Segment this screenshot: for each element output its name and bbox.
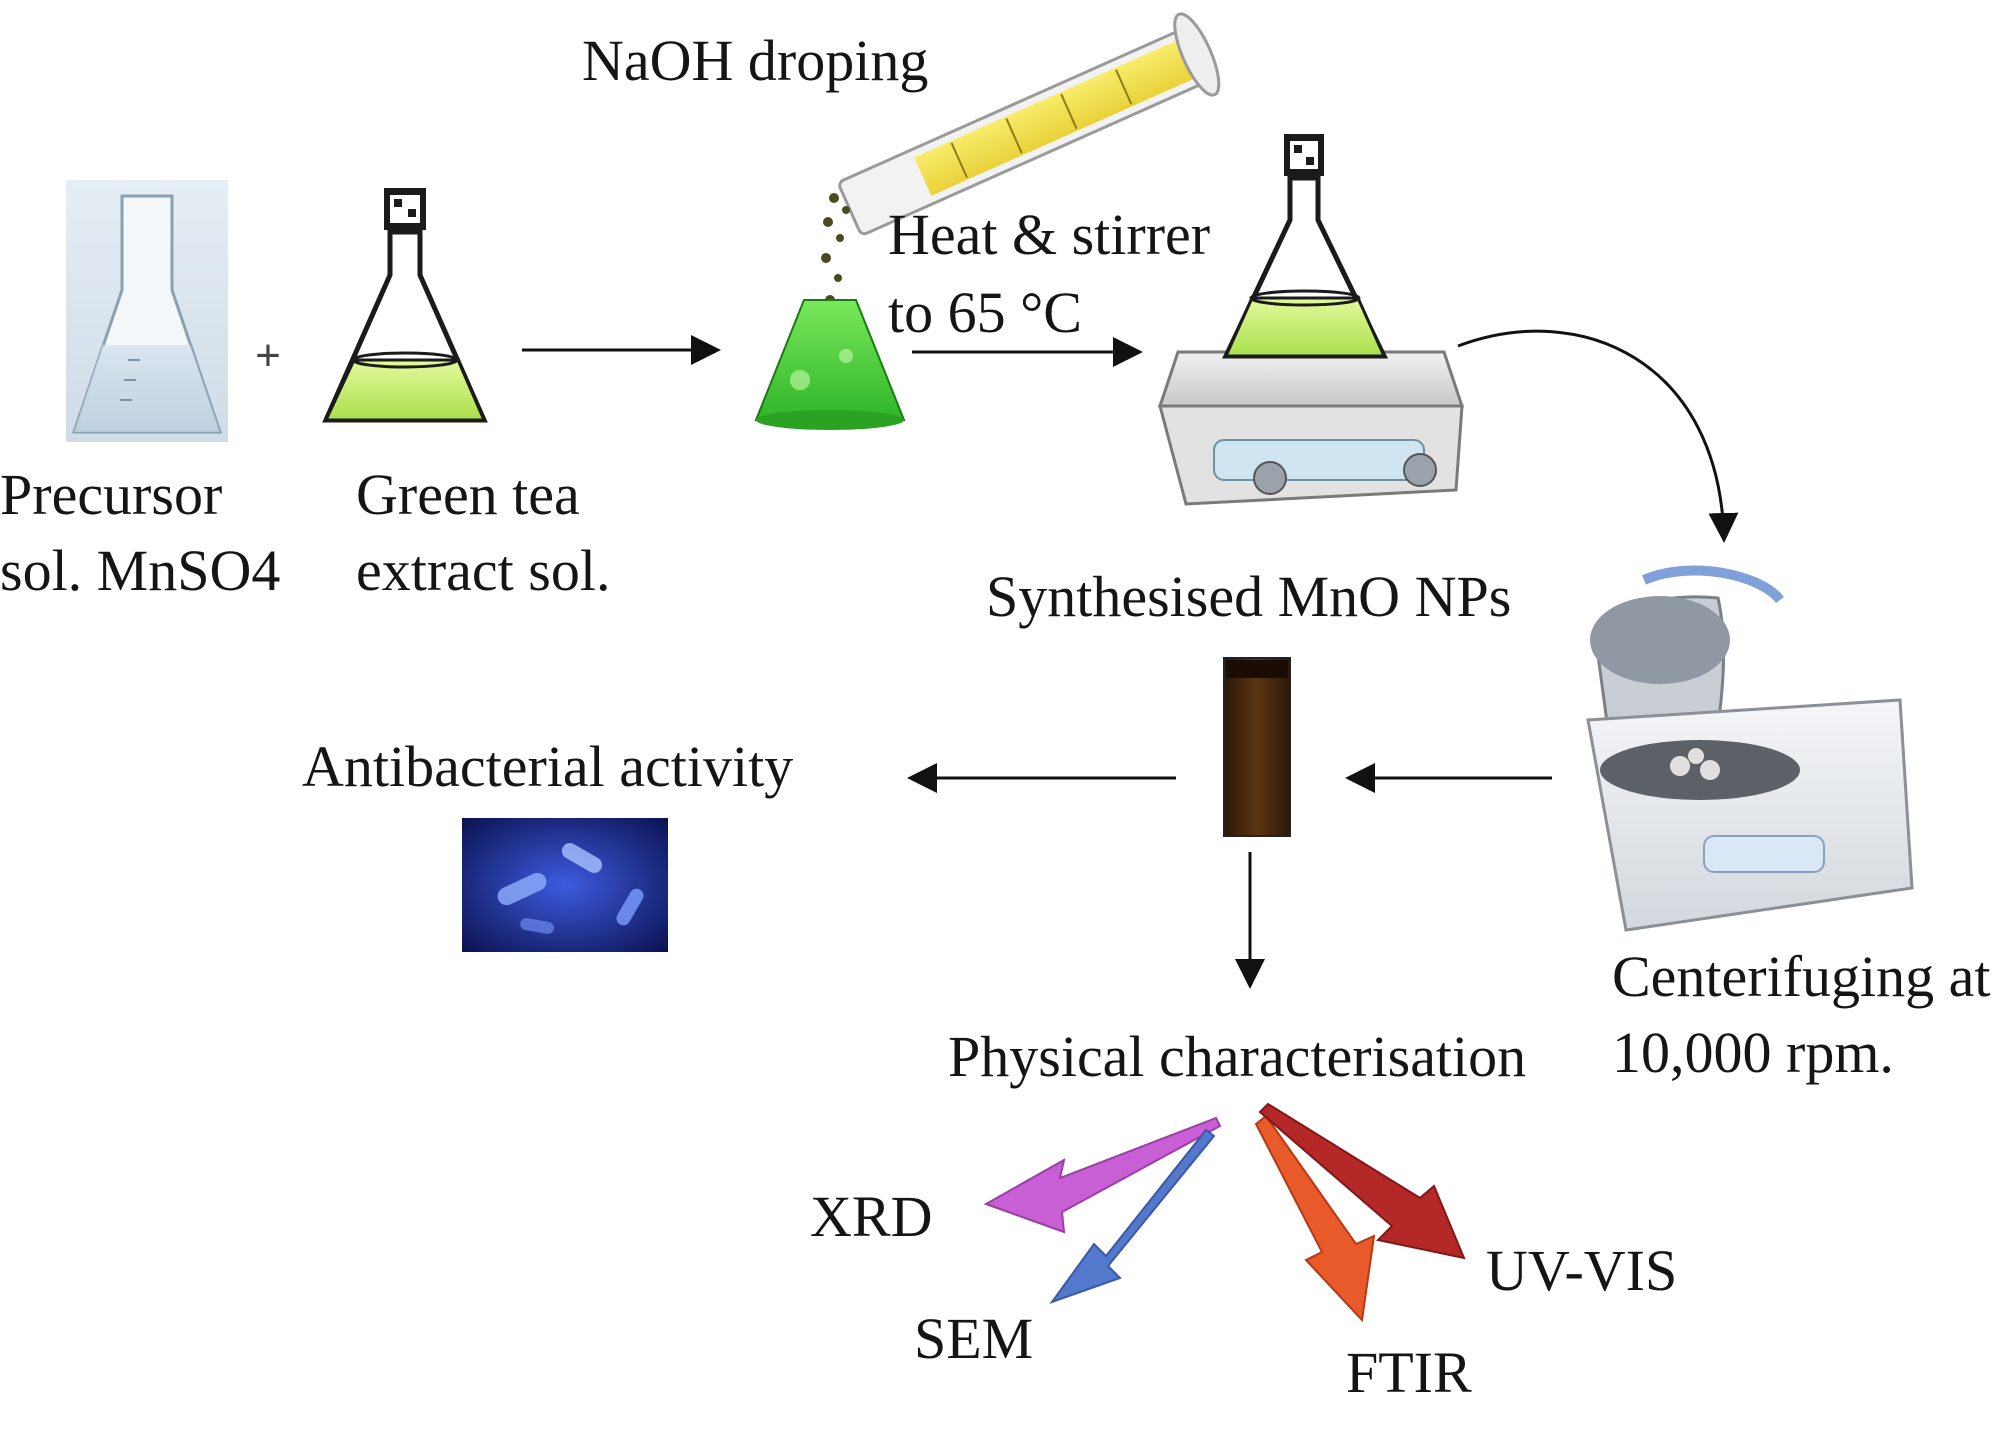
naoh-label: NaOH droping <box>582 28 929 93</box>
sem-label: SEM <box>914 1306 1034 1371</box>
precursor-label-line1: Precursor <box>0 462 223 527</box>
green-tea-flask-icon <box>322 188 488 423</box>
centrifuge-label-line1: Centerifuging at <box>1612 944 1991 1009</box>
arrow-to-ftir <box>1254 1114 1376 1323</box>
green-tea-label-line2: extract sol. <box>356 538 611 603</box>
xrd-label: XRD <box>810 1184 933 1249</box>
plus-sign: + <box>255 331 281 380</box>
arrow-heating-to-centrifuge <box>1457 329 1739 543</box>
precursor-label-line2: sol. MnSO4 <box>0 538 281 603</box>
heat-label-line1: Heat & stirrer <box>888 202 1211 267</box>
physical-characterisation-label: Physical characterisation <box>948 1024 1527 1089</box>
arrow-to-xrd <box>983 1116 1222 1234</box>
mno-nps-vial-icon <box>1223 657 1291 837</box>
heat-label-line2: to 65 °C <box>888 280 1082 345</box>
heated-flask-icon <box>1222 134 1388 359</box>
reaction-flask-icon <box>754 299 906 430</box>
uvvis-label: UV-VIS <box>1486 1238 1678 1303</box>
arrow-to-uvvis <box>1258 1102 1466 1260</box>
synthesised-label: Synthesised MnO NPs <box>986 564 1512 629</box>
centrifuge-label-line2: 10,000 rpm. <box>1612 1020 1894 1085</box>
hotplate-stirrer-icon <box>1157 350 1465 506</box>
arrow-to-sem <box>1049 1128 1216 1305</box>
precursor-flask-image <box>66 180 228 442</box>
bacteria-image <box>462 818 668 952</box>
ftir-label: FTIR <box>1346 1340 1472 1405</box>
green-tea-label-line1: Green tea <box>356 462 580 527</box>
antibacterial-label: Antibacterial activity <box>302 734 794 799</box>
centrifuge-icon <box>1586 565 1914 932</box>
